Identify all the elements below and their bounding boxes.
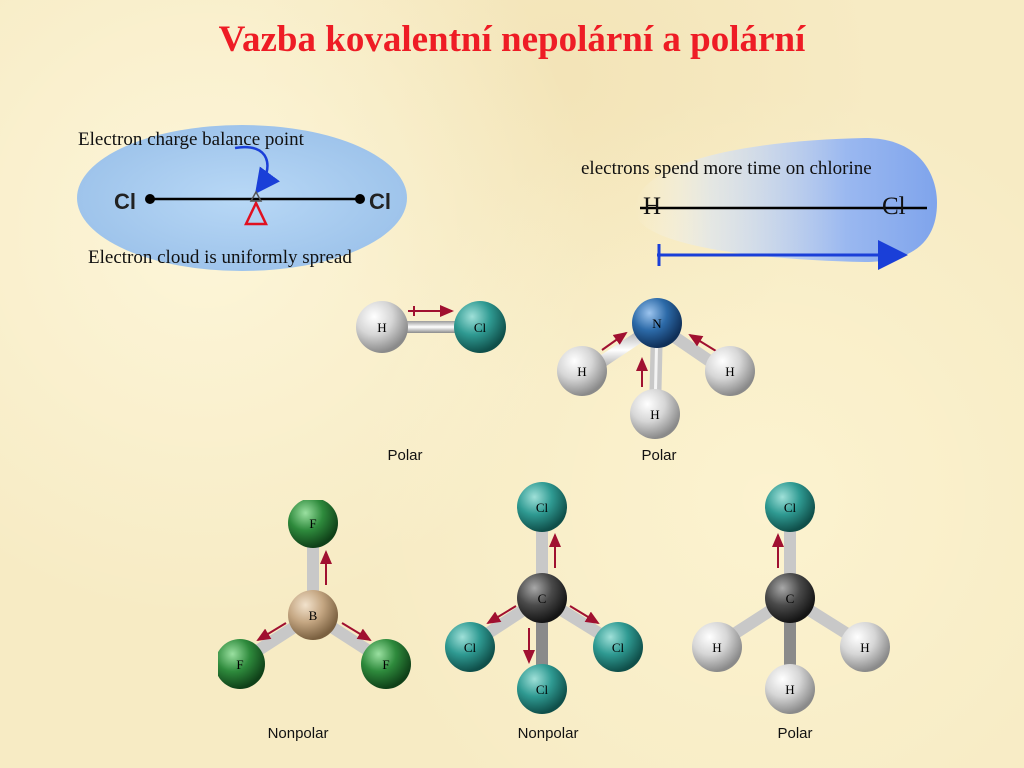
atom-cl-label: Cl <box>536 500 549 515</box>
atom-h <box>692 622 742 672</box>
molecule-nh3: N H H H <box>557 298 755 439</box>
atom-left-label: H <box>643 193 661 220</box>
caption-ch3cl: Polar <box>777 725 813 742</box>
atom-b <box>288 590 338 640</box>
atom-cl <box>454 301 506 353</box>
atom-n <box>632 298 682 348</box>
atom-f <box>361 639 411 689</box>
atom-h-label: H <box>650 407 659 422</box>
atom-right-label: Cl <box>369 189 391 214</box>
caption-hcl: Polar <box>387 447 423 464</box>
atom-h <box>630 389 680 439</box>
atom-f-label: F <box>236 657 243 672</box>
uniform-spread-label: Electron cloud is uniformly spread <box>88 247 352 268</box>
caption-nh3: Polar <box>641 447 677 464</box>
atom-cl-label: Cl <box>536 682 549 697</box>
atom-cl-label: Cl <box>474 320 487 335</box>
caption-ccl4: Nonpolar <box>517 725 579 742</box>
atom-f-label: F <box>382 657 389 672</box>
atom-left-label: Cl <box>114 189 136 214</box>
atom-cl-label: Cl <box>464 640 477 655</box>
atom-n-label: N <box>652 316 662 331</box>
atom-f <box>288 500 338 548</box>
dipole-arrow <box>256 622 287 642</box>
dipole-arrow <box>601 331 628 351</box>
atom-h-label: H <box>725 364 734 379</box>
atom-b-label: B <box>309 608 318 623</box>
atom-cl-label: Cl <box>784 500 797 515</box>
atom-h <box>557 346 607 396</box>
molecule-hcl: H Cl <box>356 301 506 353</box>
atom-cl-label: Cl <box>612 640 625 655</box>
dipole-arrow <box>341 622 372 642</box>
atom-cl <box>765 482 815 532</box>
atom-h <box>765 664 815 714</box>
dipole-arrow <box>569 605 600 625</box>
nonpolar-cloud-figure: Electron charge balance point Cl Cl Elec… <box>77 125 407 271</box>
atom-cl <box>593 622 643 672</box>
atom-cl <box>445 622 495 672</box>
pointer-arrow <box>234 145 280 195</box>
atom-c-label: C <box>786 591 795 606</box>
molecule-ccl4: C Cl Cl Cl Cl <box>445 482 643 714</box>
atom-h <box>840 622 890 672</box>
atom-h-label: H <box>577 364 586 379</box>
left-nucleus <box>145 194 155 204</box>
polar-cloud-label: electrons spend more time on chlorine <box>581 158 872 179</box>
molecule-ch3cl: C Cl H H H <box>692 482 890 714</box>
atom-c-label: C <box>538 591 547 606</box>
dipole-arrow <box>688 333 717 352</box>
right-nucleus <box>355 194 365 204</box>
atom-c <box>517 573 567 623</box>
balance-tick <box>249 190 263 202</box>
atom-c <box>765 573 815 623</box>
atom-cl <box>517 664 567 714</box>
atom-right-label: Cl <box>882 193 906 220</box>
atom-h <box>705 346 755 396</box>
atom-h-label: H <box>377 320 386 335</box>
slide-title: Vazba kovalentní nepolární a polární <box>218 19 806 60</box>
atom-f-label: F <box>309 516 316 531</box>
polar-cloud-figure: electrons spend more time on chlorine H … <box>581 138 937 270</box>
atom-h-label: H <box>785 682 794 697</box>
electron-cloud <box>635 138 937 262</box>
atom-h <box>356 301 408 353</box>
atom-f <box>218 639 265 689</box>
atom-h-label: H <box>860 640 869 655</box>
caption-bf3: Nonpolar <box>267 725 329 742</box>
balance-point-label: Electron charge balance point <box>78 129 305 150</box>
balance-triangle <box>244 200 268 226</box>
atom-h-label: H <box>712 640 721 655</box>
molecule-bf3: B F F F <box>218 500 411 689</box>
dipole-arrow <box>486 605 517 625</box>
atom-cl <box>517 482 567 532</box>
